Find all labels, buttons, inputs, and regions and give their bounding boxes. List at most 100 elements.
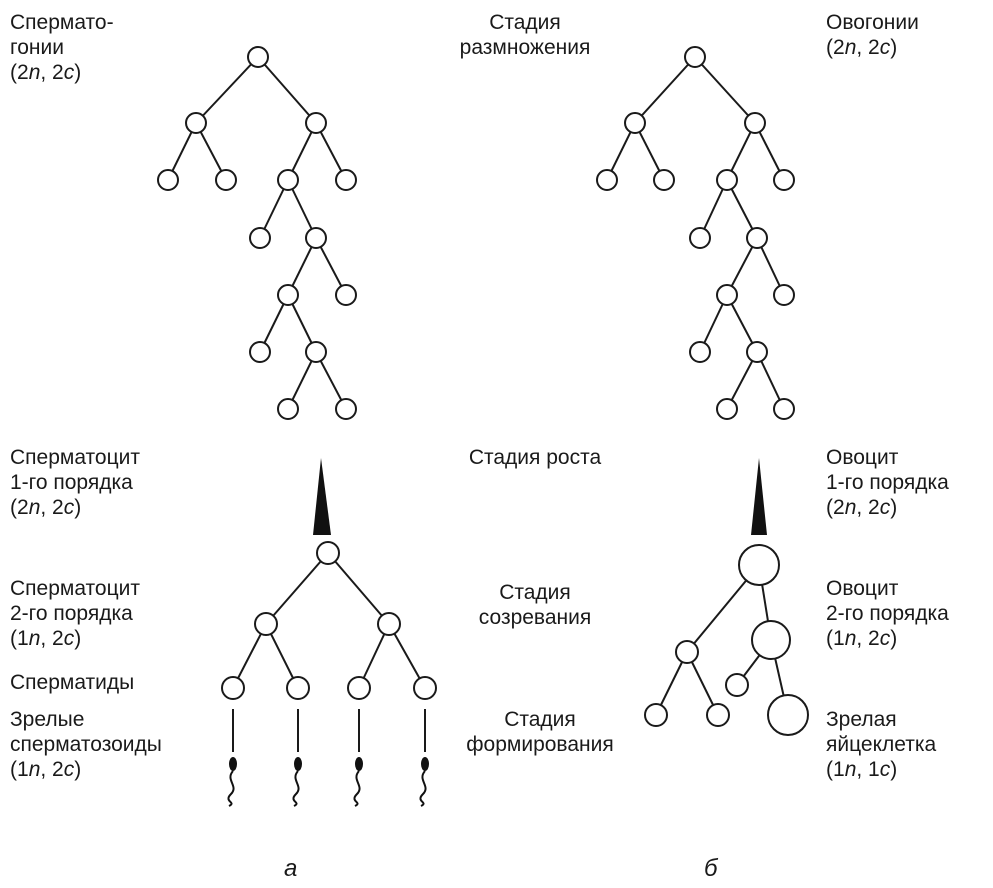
oogonium-cell — [596, 169, 618, 191]
oogonium-cell — [716, 398, 738, 420]
spermatogonium-cell — [247, 46, 269, 68]
spermatogonium-cell — [335, 169, 357, 191]
spermatogonium-cell — [215, 169, 237, 191]
spermatogonium-cell — [249, 227, 271, 249]
spermatogonium-cell — [157, 169, 179, 191]
spermatozoon-head — [294, 757, 302, 771]
mature-egg-cell — [767, 694, 809, 736]
spermatozoon-tail — [353, 770, 361, 807]
spermatocyte-edge — [232, 623, 267, 689]
spermatocyte-edge — [327, 552, 390, 625]
polar-body-cell — [675, 640, 699, 664]
growth-arrows — [313, 458, 767, 535]
label-formula: (2n, 2c) — [826, 36, 898, 59]
label-line: 1-го порядка — [10, 471, 133, 494]
spermatogonium-cell — [305, 227, 327, 249]
label-line: Сперма­то- — [10, 11, 114, 34]
oogonium-cell — [653, 169, 675, 191]
spermatogonium-cell — [305, 112, 327, 134]
spermatocyte-cell — [316, 541, 340, 565]
spermatozoon-tail — [292, 770, 300, 807]
spermatocyte-edge — [388, 623, 426, 689]
spermatogonium-cell — [249, 341, 271, 363]
spermatogonium-edge — [195, 56, 259, 124]
label-spermatids: Сперматиды — [10, 670, 134, 695]
oogonium-cell — [716, 284, 738, 306]
spermatogonium-cell — [185, 112, 207, 134]
label-formula: (1n, 2c) — [10, 758, 82, 781]
label-stage-maturation: Стадия созревания — [450, 580, 620, 630]
label-spermatogonia: Сперма­то- гонии (2n, 2c) — [10, 10, 114, 85]
oogonium-cell — [624, 112, 646, 134]
spermatogonium-cell — [335, 398, 357, 420]
spermatid-cell — [347, 676, 371, 700]
polar-body-cell — [644, 703, 668, 727]
spermatid-cell — [221, 676, 245, 700]
spermatogonium-cell — [277, 398, 299, 420]
spermatocyte-cell — [254, 612, 278, 636]
spermatogonium-cell — [335, 284, 357, 306]
label-oocyte-1: Овоцит 1-го порядка (2n, 2c) — [826, 445, 949, 520]
oogonium-cell — [744, 112, 766, 134]
label-spermatocyte-2: Сперматоцит 2-го порядка (1n, 2c) — [10, 576, 140, 651]
spermatogonium-cell — [277, 169, 299, 191]
label-stage-formation: Стадия формирования — [440, 707, 640, 757]
oogonium-edge — [694, 56, 756, 124]
label-line: Овогонии — [826, 11, 919, 34]
polar-body-cell — [706, 703, 730, 727]
label-formula: (1n, 2c) — [10, 627, 82, 650]
label-oocyte-2: Овоцит 2-го порядка (1n, 2c) — [826, 576, 949, 651]
oogonium-cell — [746, 227, 768, 249]
label-line: Стадия — [504, 708, 576, 731]
label-line: созревания — [478, 606, 592, 629]
label-line: яйцеклетка — [826, 733, 937, 756]
spermatozoon-tail — [227, 770, 235, 807]
oocyte-2-cell — [751, 620, 791, 660]
label-spermatocyte-1: Сперматоцит 1-го порядка (2n, 2c) — [10, 445, 140, 520]
spermatozoon-tail — [419, 770, 427, 807]
label-stage-multiplication: Стадия размножения — [430, 10, 620, 60]
label-line: сперматозоиды — [10, 733, 162, 756]
label-line: Зрелые — [10, 708, 85, 731]
label-oogonia: Овогонии (2n, 2c) — [826, 10, 919, 60]
label-line: размножения — [459, 36, 591, 59]
label-line: Сперматоцит — [10, 446, 140, 469]
oocyte-1-cell — [738, 544, 780, 586]
label-line: Стадия — [489, 11, 561, 34]
spermatid-cell — [413, 676, 437, 700]
oogonium-cell — [773, 284, 795, 306]
spermatozoon-head — [229, 757, 237, 771]
oogonium-cell — [716, 169, 738, 191]
polar-body-cell — [725, 673, 749, 697]
spermatocyte-cell — [377, 612, 401, 636]
cell-nodes — [157, 46, 809, 736]
label-formula: (1n, 2c) — [826, 627, 898, 650]
label-line: 2-го порядка — [826, 602, 949, 625]
label-line: формирования — [466, 733, 614, 756]
spermatid-cell — [286, 676, 310, 700]
label-line: Стадия роста — [468, 446, 602, 469]
oogonium-cell — [746, 341, 768, 363]
label-mature-sperm: Зрелые сперматозоиды (1n, 2c) — [10, 707, 162, 782]
spermatogonium-cell — [305, 341, 327, 363]
panel-label-a: а — [284, 855, 298, 882]
label-line: Зрелая — [826, 708, 897, 731]
label-line: Овоцит — [826, 446, 899, 469]
label-stage-growth: Стадия роста — [440, 445, 630, 470]
oogonium-cell — [689, 341, 711, 363]
growth-arrow-left — [313, 458, 331, 535]
spermatozoon-head — [355, 757, 363, 771]
panel-label-b: б — [704, 855, 718, 882]
label-line: 1-го порядка — [826, 471, 949, 494]
label-mature-egg: Зрелая яйцеклетка (1n, 1c) — [826, 707, 936, 782]
label-line: Сперматоцит — [10, 577, 140, 600]
spermatocyte-edge — [265, 552, 329, 625]
spermatogonium-cell — [277, 284, 299, 306]
label-line: гонии — [10, 36, 64, 59]
oogonium-cell — [689, 227, 711, 249]
label-formula: (2n, 2c) — [10, 496, 82, 519]
spermatozoa-group — [227, 757, 429, 807]
label-line: Стадия — [499, 581, 571, 604]
oogonium-edge — [634, 56, 696, 124]
